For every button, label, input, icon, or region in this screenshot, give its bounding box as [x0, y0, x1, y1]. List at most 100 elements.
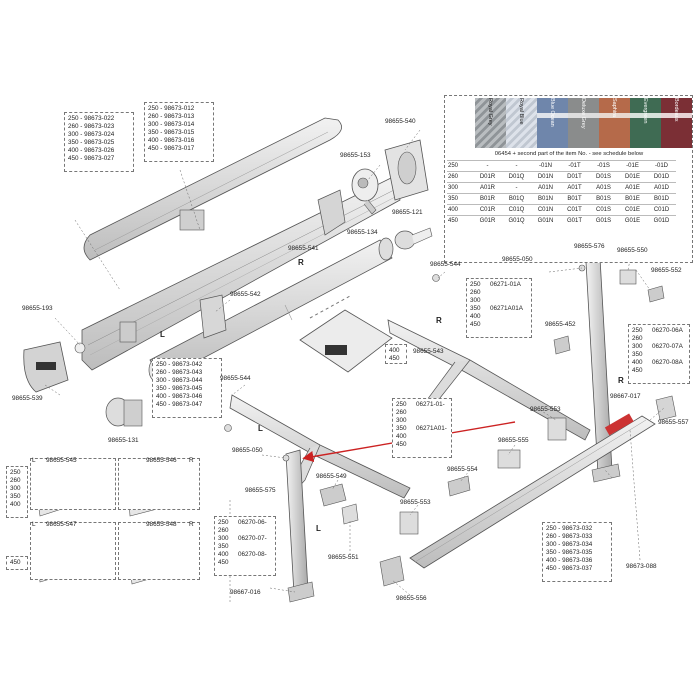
size: 260 — [10, 477, 21, 485]
code-cell: -01N — [531, 160, 560, 172]
list-item: 250 - 98673-042 — [156, 361, 203, 368]
size: 250 — [396, 401, 407, 408]
size: 300 — [470, 297, 481, 305]
code-cell: B01T — [560, 193, 589, 205]
left-leg-drawing — [285, 449, 315, 603]
code-cell: - — [502, 182, 531, 194]
list-item: 300 - 98673-034 — [546, 541, 593, 549]
part-number: 98655-547 — [46, 521, 77, 528]
top-cover-drawing — [83, 117, 342, 261]
list-item: 450 - 98673-017 — [148, 145, 195, 153]
part-number: 98655-134 — [347, 229, 378, 236]
size: 250 — [470, 281, 481, 288]
list-item: 260 - 98673-023 — [68, 123, 115, 131]
color-name: Deluxe Grey — [580, 98, 586, 129]
part-number: 98655-050 — [232, 447, 263, 454]
list-item: 300 - 98673-044 — [156, 377, 203, 385]
size: 450 — [396, 441, 407, 449]
size: 300 — [396, 417, 407, 425]
code-cell: A01D — [647, 182, 676, 194]
roller-tube-size-list: 250 - 98673-042 260 - 98673-043 300 - 98… — [152, 358, 222, 418]
motor-131-drawing — [105, 397, 143, 427]
part-number: 98655-575 — [245, 487, 276, 494]
side-box-545 — [30, 458, 116, 510]
code-cell: - — [502, 160, 531, 172]
code-cell: C01Q — [502, 204, 531, 216]
code-cell: D01S — [589, 171, 618, 183]
color-name: Evergreen — [642, 98, 648, 124]
blue-ocean-swatch — [537, 98, 568, 148]
list-item: 350 - 98673-035 — [546, 549, 593, 557]
size-cell: 350 — [447, 193, 473, 205]
front-bar-drawing — [409, 413, 656, 569]
code: 06271A01A — [490, 305, 523, 313]
code: 06271-01- — [416, 401, 445, 408]
color-name: Royal Blue — [518, 98, 524, 125]
part-number: 98655-554 — [447, 466, 478, 473]
part-number: 98655-050 — [502, 256, 533, 263]
code: 06271-01A — [490, 281, 521, 288]
list-item: 250 - 98673-012 — [148, 105, 195, 112]
size: 350 — [218, 543, 229, 551]
fabric-color-table: Royal Grey Royal Blue Blue Ocean Deluxe … — [444, 95, 693, 263]
code-cell: A01R — [473, 182, 502, 194]
plug-121-drawing — [394, 227, 433, 250]
cover-right-size-list: 250 - 98673-012 260 - 98673-013 300 - 98… — [144, 102, 214, 162]
table-row: 250---01N-01T-01S-01E-01D — [447, 160, 676, 172]
part-number: 98655-544 — [430, 261, 461, 268]
list-item: 450 - 98673-037 — [546, 565, 593, 573]
size: 260 — [218, 527, 229, 535]
list-item: 400 - 98673-046 — [156, 393, 203, 401]
part-number: 98655-553 — [400, 499, 431, 506]
code-cell: D01R — [473, 171, 502, 183]
part-number: 98667-016 — [230, 589, 261, 596]
side-letter: R — [618, 376, 624, 385]
part-number: 98655-553 — [530, 406, 561, 413]
code-cell: A01T — [560, 182, 589, 194]
code-cell: B01S — [589, 193, 618, 205]
code: 06270-06A — [652, 327, 683, 334]
part-number: 98655-131 — [108, 437, 139, 444]
size: 400 — [10, 501, 21, 509]
bracket-543-drawing — [299, 295, 393, 373]
right-end-cap-drawing — [384, 139, 429, 201]
size: 400 — [470, 313, 481, 321]
list-item: 260 - 98673-013 — [148, 113, 195, 121]
size: 400 — [396, 433, 407, 441]
bracket-542-drawing — [199, 294, 227, 339]
size-cell: 450 — [447, 215, 473, 226]
part-number: 98655-551 — [328, 554, 359, 561]
evergreen-swatch — [630, 98, 661, 148]
code-cell: D01D — [647, 171, 676, 183]
code: 06270-06- — [238, 519, 267, 526]
end-cap-539-drawing — [23, 341, 86, 393]
size: 250 — [632, 327, 643, 334]
part-number: 98655-539 — [12, 395, 43, 402]
size: 400 — [389, 347, 400, 354]
color-name: Royal Grey — [487, 98, 493, 126]
part-number: 98655-556 — [396, 595, 427, 602]
size: 400 — [632, 359, 643, 367]
code-cell: G01N — [531, 215, 560, 226]
bracket-size-box: 400 450 — [385, 344, 407, 364]
list-item: 350 - 98673-025 — [68, 139, 115, 147]
list-item: 260 - 98673-043 — [156, 369, 203, 377]
part-number: 98655-550 — [617, 247, 648, 254]
code-cell: -01D — [647, 160, 676, 172]
side-box-546 — [118, 458, 200, 510]
list-item: 250 - 98673-032 — [546, 525, 593, 532]
list-item: 450 - 98673-047 — [156, 401, 203, 409]
part-number: 98655-557 — [658, 419, 689, 426]
side-letter: L — [32, 521, 36, 528]
size: 350 — [470, 305, 481, 313]
size-cell: 300 — [447, 182, 473, 194]
side-letter: R — [436, 316, 442, 325]
side-letter: L — [32, 457, 36, 464]
size: 260 — [396, 409, 407, 417]
upper-arm-drawing — [387, 319, 591, 441]
size: 250 — [218, 519, 229, 526]
code-cell: C01S — [589, 204, 618, 216]
